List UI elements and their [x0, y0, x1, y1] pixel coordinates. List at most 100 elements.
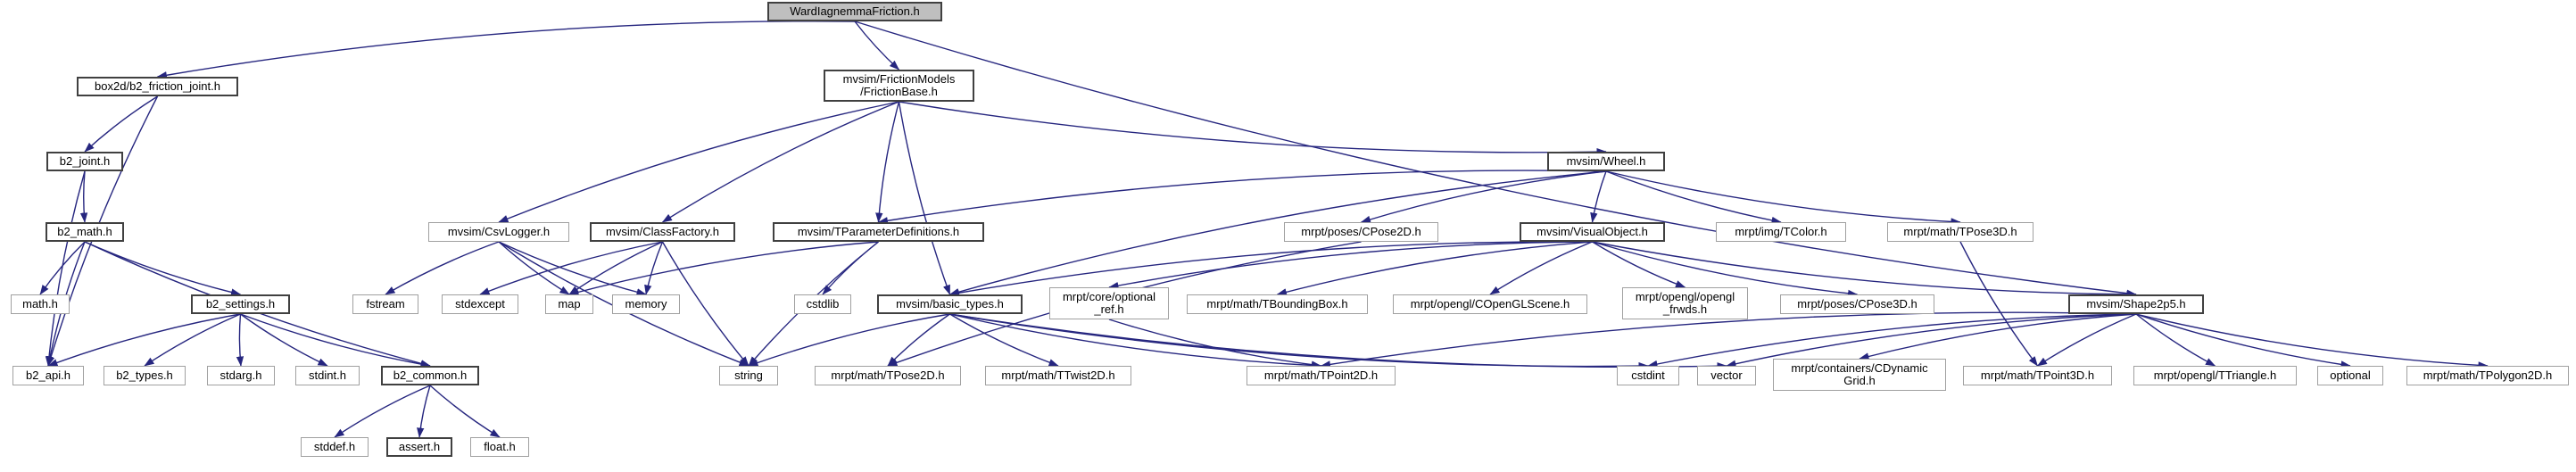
graph-node-cpose2d[interactable]: mrpt/poses/CPose2D.h	[1284, 222, 1438, 242]
graph-node-cstdlib[interactable]: cstdlib	[794, 294, 851, 314]
graph-node-label: box2d/b2_friction_joint.h	[95, 79, 220, 93]
graph-node-string[interactable]: string	[719, 366, 778, 385]
graph-edge-csvlogger-to-memory	[498, 241, 647, 296]
graph-node-label: mvsim/ClassFactory.h	[606, 224, 719, 238]
graph-edge-b2settings-to-b2common	[240, 313, 431, 368]
graph-node-tpoint2d[interactable]: mrpt/math/TPoint2D.h	[1247, 366, 1396, 385]
graph-edge-b2joint-to-b2api	[45, 170, 86, 367]
graph-node-label: b2_math.h	[57, 224, 112, 238]
graph-edge-basictypes-to-string	[748, 313, 950, 367]
graph-edge-b2math-to-b2settings	[84, 241, 242, 296]
graph-node-b2math[interactable]: b2_math.h	[46, 222, 124, 242]
graph-node-fstream[interactable]: fstream	[352, 294, 418, 314]
graph-node-classfactory[interactable]: mvsim/ClassFactory.h	[590, 222, 735, 242]
graph-node-tpolygon2d[interactable]: mrpt/math/TPolygon2D.h	[2406, 366, 2569, 385]
graph-node-frictionbase[interactable]: mvsim/FrictionModels /FrictionBase.h	[824, 70, 974, 102]
graph-node-label: mrpt/opengl/TTriangle.h	[2153, 368, 2277, 382]
graph-node-label: assert.h	[398, 439, 441, 453]
graph-node-optional[interactable]: optional	[2317, 366, 2383, 385]
graph-node-b2fj[interactable]: box2d/b2_friction_joint.h	[77, 77, 238, 96]
graph-node-label: mrpt/opengl/COpenGLScene.h	[1410, 296, 1570, 311]
graph-node-optionalref[interactable]: mrpt/core/optional _ref.h	[1049, 287, 1169, 319]
graph-node-label: b2_api.h	[26, 368, 70, 382]
graph-node-basictypes[interactable]: mvsim/basic_types.h	[877, 294, 1023, 314]
graph-node-stdexcept[interactable]: stdexcept	[442, 294, 518, 314]
graph-node-ttwist2d[interactable]: mrpt/math/TTwist2D.h	[985, 366, 1131, 385]
graph-edge-shape2p5-to-optional	[2135, 313, 2351, 368]
graph-edge-basictypes-to-vector	[949, 313, 1727, 370]
graph-node-tparamdefs[interactable]: mvsim/TParameterDefinitions.h	[773, 222, 984, 242]
graph-edge-root-to-b2fj	[156, 21, 856, 79]
graph-node-label: optional	[2330, 368, 2371, 382]
graph-node-label: stddef.h	[313, 439, 356, 453]
graph-node-label: b2_common.h	[393, 368, 468, 382]
graph-node-shape2p5[interactable]: mvsim/Shape2p5.h	[2068, 294, 2204, 314]
graph-edge-frictionbase-to-basictypes	[898, 101, 951, 295]
graph-edge-basictypes-to-ttwist2d	[949, 313, 1059, 367]
graph-node-wheel[interactable]: mvsim/Wheel.h	[1547, 152, 1665, 171]
graph-node-root[interactable]: WardIagnemmaFriction.h	[767, 2, 942, 21]
graph-edge-frictionbase-to-classfactory	[661, 101, 899, 223]
graph-node-asserth[interactable]: assert.h	[386, 437, 452, 457]
graph-node-floath[interactable]: float.h	[470, 437, 529, 457]
graph-node-copenglscene[interactable]: mrpt/opengl/COpenGLScene.h	[1393, 294, 1587, 314]
graph-node-mathh[interactable]: math.h	[11, 294, 70, 314]
graph-node-label: vector	[1710, 368, 1743, 382]
graph-node-b2types[interactable]: b2_types.h	[104, 366, 186, 385]
graph-node-tcolor[interactable]: mrpt/img/TColor.h	[1716, 222, 1846, 242]
graph-node-cpose3d[interactable]: mrpt/poses/CPose3D.h	[1780, 294, 1934, 314]
graph-node-label: map	[558, 296, 581, 311]
graph-edge-shape2p5-to-cstdint	[1647, 313, 2137, 368]
graph-node-label: mrpt/math/TPoint2D.h	[1263, 368, 1379, 382]
graph-edge-visualobject-to-openglfrwds	[1592, 241, 1686, 288]
graph-node-b2settings[interactable]: b2_settings.h	[191, 294, 290, 314]
graph-node-cdynamicgrid[interactable]: mrpt/containers/CDynamic Grid.h	[1773, 359, 1946, 391]
graph-node-label: stdexcept	[455, 296, 505, 311]
graph-node-stdint[interactable]: stdint.h	[295, 366, 360, 385]
graph-edge-wheel-to-tparamdefs	[877, 170, 1607, 225]
graph-edge-shape2p5-to-tpoint2d	[1320, 311, 2137, 368]
graph-node-cstdint[interactable]: cstdint	[1617, 366, 1679, 385]
graph-node-label: b2_joint.h	[59, 153, 111, 168]
graph-node-b2api[interactable]: b2_api.h	[12, 366, 84, 385]
graph-node-map[interactable]: map	[545, 294, 593, 314]
graph-node-visualobject[interactable]: mvsim/VisualObject.h	[1520, 222, 1665, 242]
graph-edge-classfactory-to-stdexcept	[479, 241, 663, 295]
graph-edge-b2math-to-mathh	[39, 241, 86, 295]
graph-edge-b2settings-to-stdarg	[236, 313, 244, 367]
graph-node-openglfrwds[interactable]: mrpt/opengl/opengl _frwds.h	[1622, 287, 1748, 319]
graph-node-label: memory	[625, 296, 667, 311]
graph-edge-b2joint-to-b2math	[79, 170, 88, 223]
graph-node-label: stdint.h	[309, 368, 346, 382]
graph-node-ttriangle[interactable]: mrpt/opengl/TTriangle.h	[2133, 366, 2297, 385]
graph-node-label: float.h	[484, 439, 516, 453]
graph-node-label: mvsim/VisualObject.h	[1536, 224, 1648, 238]
graph-node-csvlogger[interactable]: mvsim/CsvLogger.h	[428, 222, 569, 242]
graph-edge-tparamdefs-to-cstdlib	[822, 241, 879, 295]
graph-node-vector[interactable]: vector	[1697, 366, 1756, 385]
graph-node-label: b2_settings.h	[205, 296, 276, 311]
graph-node-b2joint[interactable]: b2_joint.h	[46, 152, 123, 171]
graph-node-tpose3d[interactable]: mrpt/math/TPose3D.h	[1887, 222, 2033, 242]
graph-edge-b2settings-to-stdint	[240, 313, 328, 367]
graph-node-tpoint3d[interactable]: mrpt/math/TPoint3D.h	[1963, 366, 2112, 385]
graph-node-tpose2d[interactable]: mrpt/math/TPose2D.h	[815, 366, 961, 385]
graph-node-label: fstream	[366, 296, 405, 311]
graph-node-label: string	[734, 368, 763, 382]
graph-edge-b2settings-to-b2api	[47, 313, 241, 367]
graph-edge-frictionbase-to-wheel	[899, 101, 1607, 156]
graph-edge-visualobject-to-cpose3d	[1592, 241, 1859, 298]
graph-node-label: mrpt/math/TPolygon2D.h	[2423, 368, 2553, 382]
graph-edge-wheel-to-cpose2d	[1360, 170, 1607, 223]
graph-edge-tparamdefs-to-map	[568, 241, 879, 296]
graph-node-b2common[interactable]: b2_common.h	[381, 366, 479, 385]
graph-node-stdarg[interactable]: stdarg.h	[207, 366, 275, 385]
graph-node-label: mvsim/FrictionModels /FrictionBase.h	[842, 71, 956, 98]
graph-node-stddef[interactable]: stddef.h	[301, 437, 369, 457]
graph-node-label: mvsim/Wheel.h	[1566, 153, 1646, 168]
graph-node-label: mrpt/poses/CPose3D.h	[1797, 296, 1918, 311]
graph-node-memory[interactable]: memory	[612, 294, 680, 314]
graph-edge-visualobject-to-tboundingbox	[1276, 241, 1593, 296]
graph-node-tboundingbox[interactable]: mrpt/math/TBoundingBox.h	[1187, 294, 1368, 314]
